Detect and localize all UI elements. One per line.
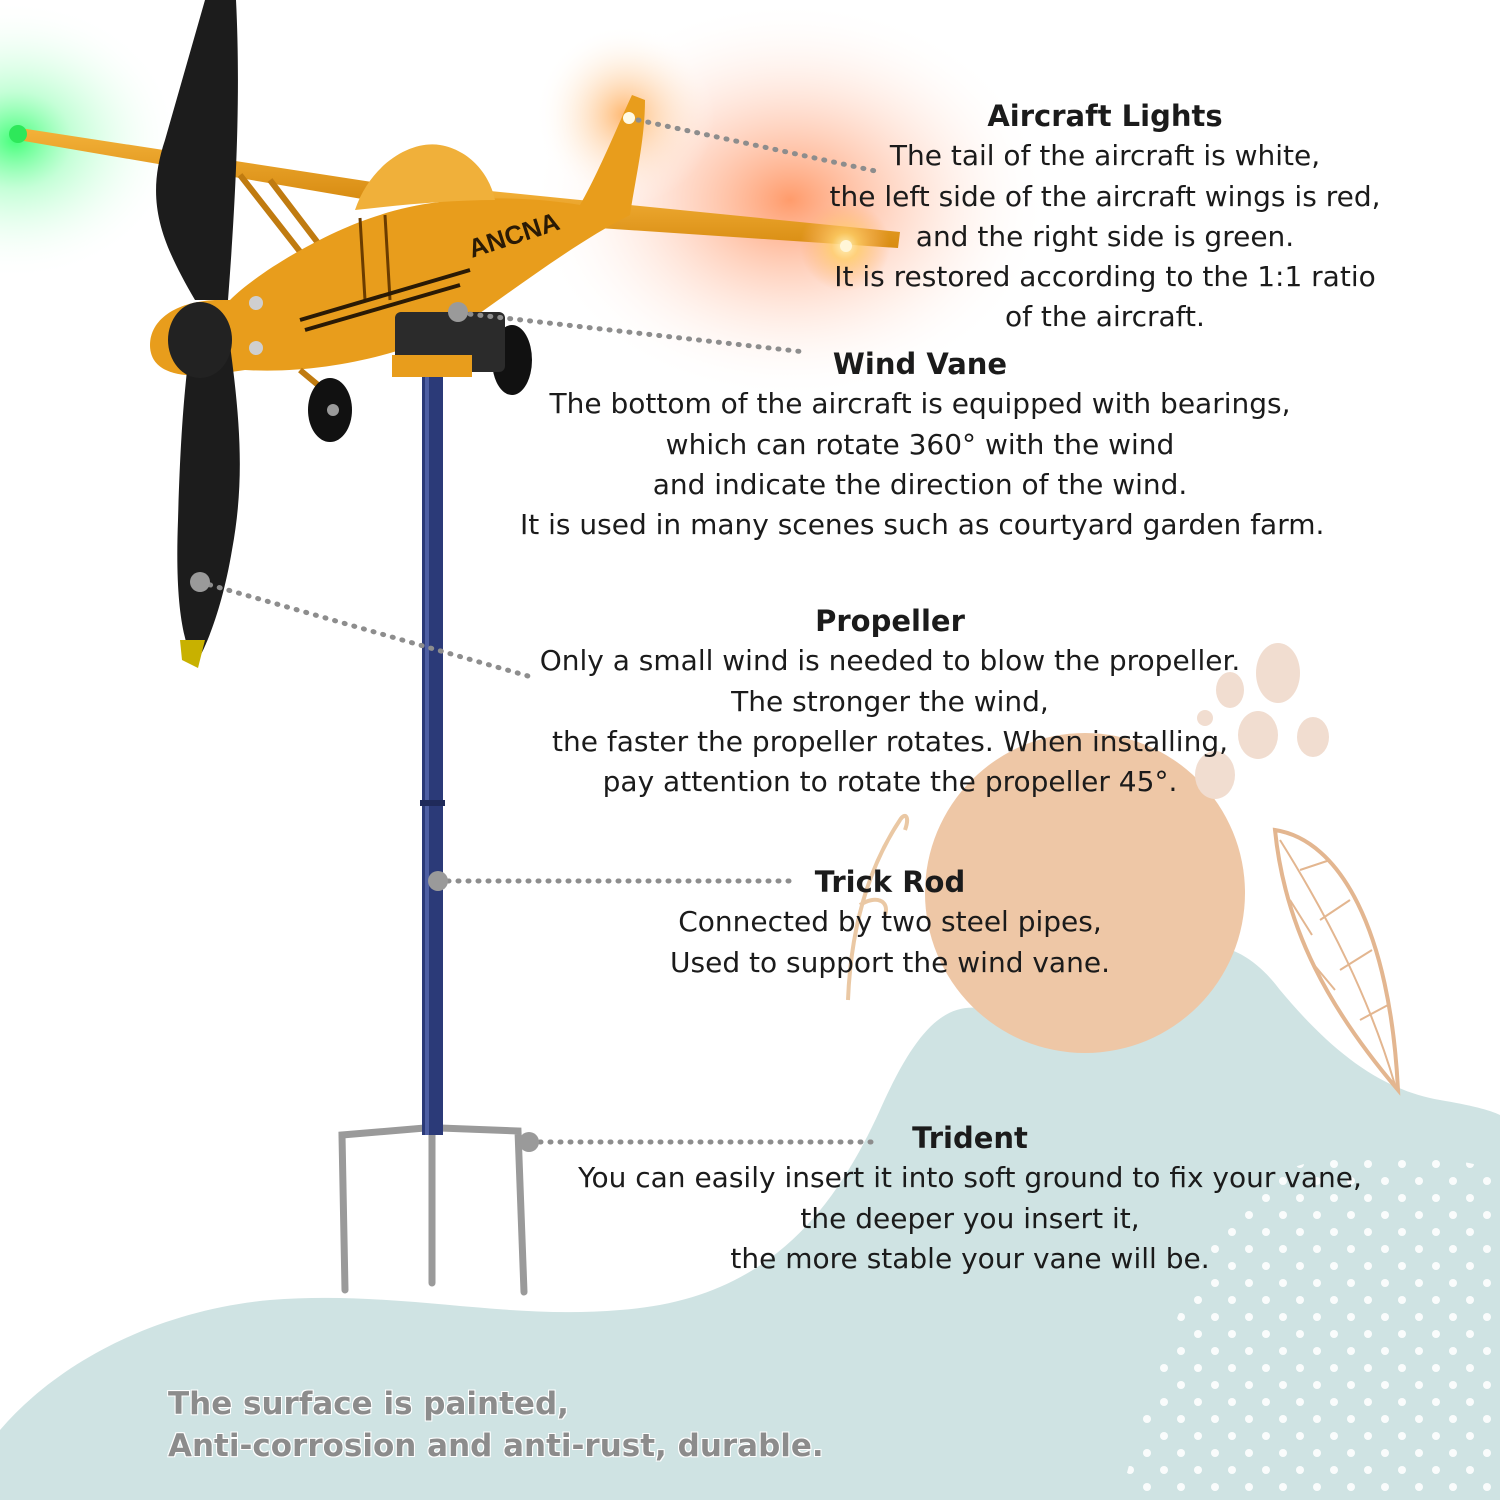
callout-line: and the right side is green. — [915, 219, 1295, 253]
bolt — [249, 296, 263, 310]
tail-light — [623, 112, 635, 124]
propeller-tip — [180, 640, 205, 668]
callout-line: Only a small wind is needed to blow the … — [539, 644, 1241, 678]
anchor-dot — [519, 1132, 539, 1152]
leader-line-propeller — [197, 579, 538, 681]
footnote-line: The surface is painted, — [168, 1386, 569, 1422]
pebble — [1238, 711, 1278, 759]
cabin — [355, 144, 495, 210]
callout-line: and indicate the direction of the wind. — [652, 467, 1188, 501]
callout-line: The tail of the aircraft is white, — [889, 139, 1321, 173]
right-wing — [430, 185, 900, 248]
trident — [338, 1124, 528, 1296]
leader-line-vane — [457, 310, 808, 355]
stripe — [299, 268, 471, 332]
callout-line: The bottom of the aircraft is equipped w… — [549, 387, 1291, 421]
anchor-dot — [190, 572, 210, 592]
spinner — [168, 302, 232, 378]
mint-wave-dots — [1120, 1153, 1500, 1500]
callout-line: of the aircraft. — [1005, 300, 1205, 334]
leaf-vein — [1279, 839, 1396, 1086]
bolt — [249, 341, 263, 355]
pebble — [1297, 717, 1329, 757]
callout-line: It is restored according to the 1:1 rati… — [834, 260, 1376, 294]
anchor-dot — [448, 302, 468, 322]
propeller-blade-bottom — [177, 345, 240, 665]
callout-title: Trident — [912, 1121, 1028, 1155]
callout-trident: Trident You can easily insert it into so… — [560, 1118, 1380, 1279]
surface-footnote: The surface is painted, Anti-corrosion a… — [168, 1383, 824, 1467]
callout-title: Aircraft Lights — [987, 99, 1223, 133]
callout-wind-vane: Wind Vane The bottom of the aircraft is … — [520, 344, 1325, 545]
leader-line-lights — [635, 117, 883, 175]
callout-title: Propeller — [815, 604, 965, 638]
green-wing-light — [9, 125, 27, 143]
callout-line: Connected by two steel pipes, — [678, 905, 1102, 939]
callout-line: Used to support the wind vane. — [670, 945, 1110, 979]
callout-line: the deeper you insert it, — [800, 1201, 1140, 1235]
callout-line: You can easily insert it into soft groun… — [578, 1161, 1362, 1195]
mint-wave — [0, 945, 1500, 1500]
callout-propeller: Propeller Only a small wind is needed to… — [520, 601, 1260, 802]
callout-line: The stronger the wind, — [731, 684, 1049, 718]
callout-title: Trick Rod — [814, 865, 966, 899]
pebble — [1216, 672, 1244, 708]
pebble — [1195, 751, 1235, 799]
airplane: ANCNA — [9, 0, 900, 668]
rod-highlight — [425, 375, 429, 1135]
leader-lines — [197, 117, 883, 1145]
windows — [358, 214, 392, 301]
pebble — [1256, 643, 1300, 703]
callout-line: the faster the propeller rotates. When i… — [552, 724, 1228, 758]
callout-title: Wind Vane — [832, 347, 1008, 381]
peach-sun — [925, 733, 1245, 1053]
callout-line: which can rotate 360° with the wind — [665, 427, 1175, 461]
anchor-dot — [428, 871, 448, 891]
rod-joint — [420, 800, 445, 806]
leader-anchors — [190, 302, 539, 1152]
pebble — [1197, 710, 1213, 726]
footnote-line: Anti-corrosion and anti-rust, durable. — [168, 1428, 824, 1464]
hubcap — [327, 404, 339, 416]
callout-aircraft-lights: Aircraft Lights The tail of the aircraft… — [810, 96, 1400, 338]
propeller-blade-top — [156, 0, 238, 300]
bearing-plate — [392, 355, 472, 377]
leaf-outline — [1272, 827, 1401, 1096]
callout-line: pay attention to rotate the propeller 45… — [602, 765, 1178, 799]
fuselage — [230, 95, 645, 371]
callout-line: the more stable your vane will be. — [730, 1241, 1210, 1275]
callout-trick-rod: Trick Rod Connected by two steel pipes, … — [640, 862, 1140, 983]
callout-line: It is used in many scenes such as courty… — [520, 508, 1325, 542]
red-wing-light — [840, 240, 852, 252]
twig — [846, 813, 910, 1001]
callout-line: the left side of the aircraft wings is r… — [829, 179, 1381, 213]
